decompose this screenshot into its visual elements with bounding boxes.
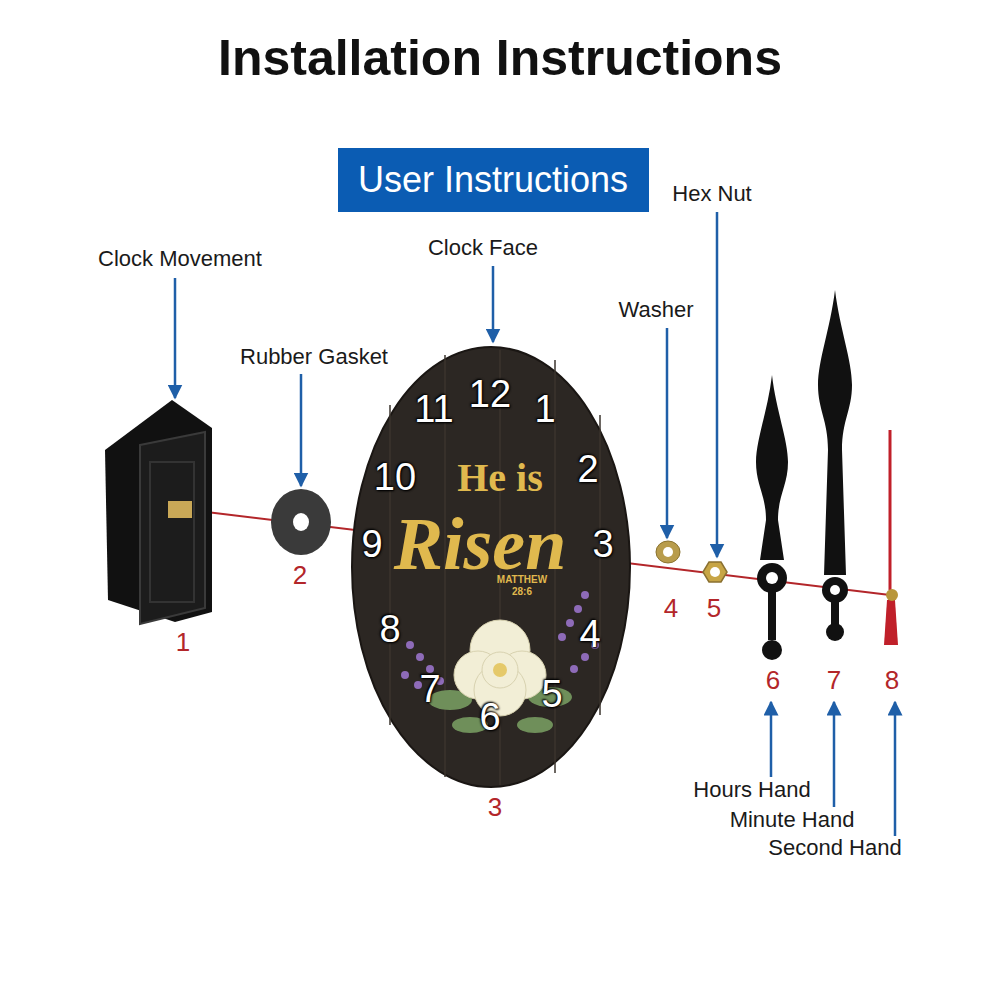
part-name: Hex Nut	[672, 181, 751, 206]
face-number: 11	[414, 388, 453, 432]
part-name: Minute Hand	[730, 807, 855, 832]
instruction-banner: User Instructions	[338, 148, 649, 212]
face-number: 1	[534, 388, 555, 432]
second-hand	[884, 430, 898, 645]
part-name: Clock Movement	[98, 246, 262, 271]
face-number: 12	[469, 373, 511, 417]
face-number: 3	[592, 523, 613, 567]
face-number: 8	[379, 608, 400, 652]
washer	[656, 541, 680, 563]
hour-hand	[756, 375, 788, 660]
face-heading: He is	[457, 455, 543, 501]
face-number: 5	[541, 673, 562, 717]
callout-number: 8	[885, 666, 899, 696]
leader-lines	[175, 212, 895, 836]
callout-number: 3	[488, 793, 502, 823]
rubber-gasket	[271, 489, 331, 555]
page-title: Installation Instructions	[218, 30, 782, 88]
verse-reference: MATTHEW 28:6	[496, 574, 548, 597]
hex-nut	[703, 562, 727, 582]
clock-movement	[105, 400, 212, 624]
part-name: Clock Face	[428, 235, 538, 260]
part-name: Hours Hand	[693, 777, 810, 802]
callout-number: 2	[293, 561, 307, 591]
callout-number: 6	[766, 666, 780, 696]
face-number: 7	[419, 668, 440, 712]
face-number: 2	[577, 448, 598, 492]
face-number: 6	[479, 696, 500, 740]
callout-number: 5	[707, 594, 721, 624]
face-number: 9	[361, 523, 382, 567]
callout-number: 4	[664, 594, 678, 624]
callout-number: 1	[176, 628, 190, 658]
part-name: Rubber Gasket	[240, 344, 388, 369]
part-name: Second Hand	[768, 835, 901, 860]
callout-number: 7	[827, 666, 841, 696]
clock-face: 121234567891011He isRisenMATTHEW 28:6	[350, 345, 632, 789]
minute-hand	[818, 290, 852, 641]
face-number: 10	[374, 456, 416, 500]
face-number: 4	[579, 613, 600, 657]
banner-text: User Instructions	[358, 159, 628, 200]
part-name: Washer	[619, 297, 694, 322]
